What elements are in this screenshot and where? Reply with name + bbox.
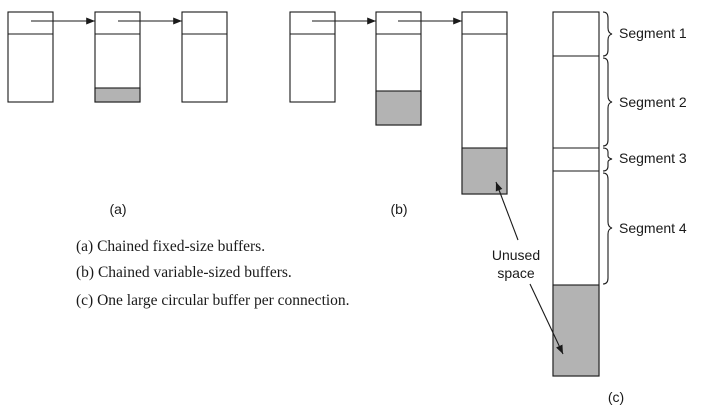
panel-a: (a) bbox=[7, 11, 228, 217]
buffer-b1 bbox=[289, 11, 336, 103]
unused-space-b3 bbox=[461, 147, 508, 195]
caption-a: (a) Chained fixed-size buffers. bbox=[76, 238, 265, 255]
panel-b: (b) bbox=[289, 11, 508, 217]
caption-c: (c) One large circular buffer per connec… bbox=[76, 292, 350, 309]
segment-4-brace bbox=[602, 172, 613, 285]
segment-3-label: Segment 3 bbox=[619, 150, 687, 166]
segment-2-label: Segment 2 bbox=[619, 94, 687, 110]
unused-arrow-b bbox=[495, 181, 519, 241]
segment-1-brace bbox=[602, 11, 613, 57]
panel-c-label: (c) bbox=[608, 389, 624, 405]
unused-space-annotation: Unused space bbox=[492, 181, 564, 355]
segment-1-label: Segment 1 bbox=[619, 25, 687, 41]
unused-space-b2 bbox=[375, 90, 422, 126]
unused-label-line1: Unused bbox=[492, 247, 540, 263]
segment-2-brace bbox=[602, 57, 613, 147]
buffer-a1 bbox=[7, 11, 54, 103]
unused-space-c bbox=[552, 284, 600, 377]
caption-b: (b) Chained variable-sized buffers. bbox=[76, 264, 292, 281]
segment-4-label: Segment 4 bbox=[619, 220, 687, 236]
panel-c: Segment 1 Segment 2 Segment 3 Segment 4 … bbox=[552, 11, 687, 405]
unused-label-line2: space bbox=[497, 265, 535, 281]
buffer-a3 bbox=[181, 11, 228, 103]
segment-3-brace bbox=[602, 147, 613, 172]
unused-space-a2 bbox=[94, 87, 141, 103]
panel-b-label: (b) bbox=[390, 201, 407, 217]
panel-a-label: (a) bbox=[109, 201, 126, 217]
unused-arrow-c bbox=[529, 283, 564, 355]
captions: (a) Chained fixed-size buffers. (b) Chai… bbox=[76, 238, 350, 309]
